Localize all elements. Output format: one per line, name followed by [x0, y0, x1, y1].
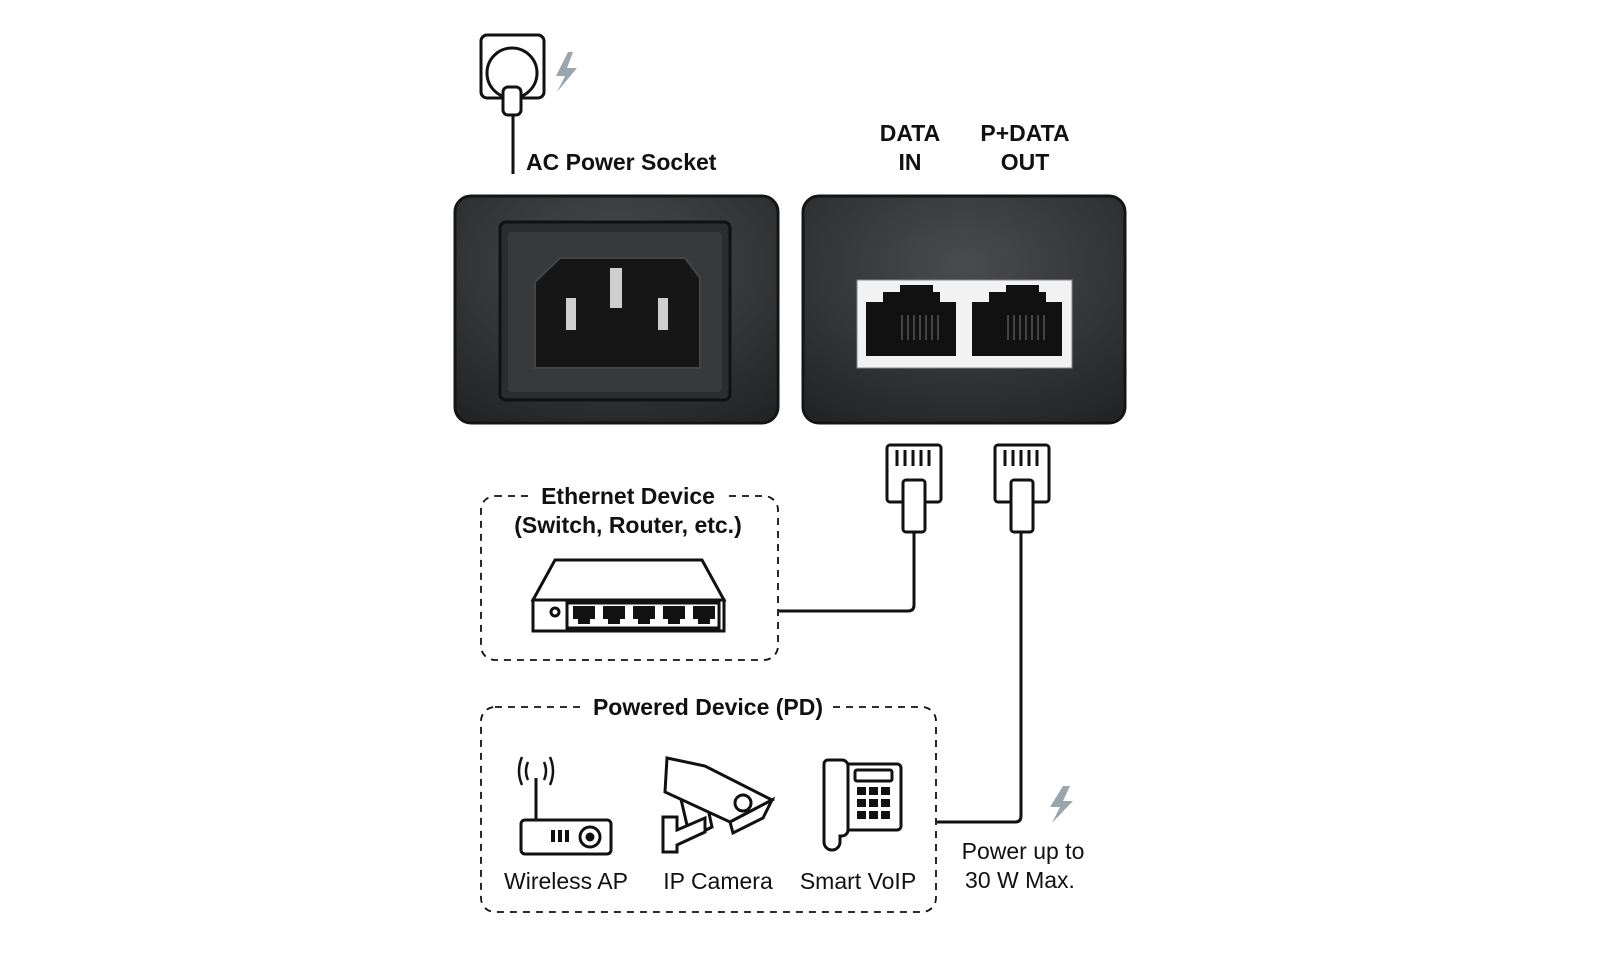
- wireless-ap-label: Wireless AP: [504, 868, 628, 894]
- ip-camera-icon: [661, 756, 776, 854]
- wireless-ap-icon: [517, 756, 613, 856]
- smart-voip-label: Smart VoIP: [799, 868, 917, 894]
- network-switch-icon: [530, 558, 727, 633]
- cable-pdata-out: [937, 533, 1023, 824]
- power-note-line1: Power up to: [961, 838, 1085, 864]
- powered-device-title: Powered Device (PD): [584, 693, 832, 722]
- lightning-icon: [556, 52, 577, 92]
- ip-camera-label: IP Camera: [663, 868, 773, 894]
- ac-inlet-panel: [453, 194, 780, 425]
- data-in-label-line2: IN: [898, 149, 922, 175]
- rj45-plug-pdata-out-icon: [993, 443, 1051, 534]
- pdata-out-label-line1: P+DATA: [980, 120, 1070, 146]
- power-note-line2: 30 W Max.: [965, 867, 1075, 893]
- ethernet-device-subtitle: (Switch, Router, etc.): [514, 512, 742, 538]
- ac-power-socket-label: AC Power Socket: [526, 149, 717, 175]
- data-in-port: [866, 285, 956, 356]
- wall-socket-icon: [479, 33, 546, 174]
- cable-data-in: [779, 533, 916, 613]
- voip-phone-icon: [822, 758, 903, 852]
- lightning-icon: [1050, 786, 1073, 823]
- ethernet-device-title: Ethernet Device: [533, 482, 723, 511]
- rj45-panel: [801, 194, 1127, 425]
- data-in-label-line1: DATA: [879, 120, 941, 146]
- pdata-out-port: [972, 285, 1062, 356]
- pdata-out-label-line2: OUT: [1000, 149, 1050, 175]
- rj45-plug-data-in-icon: [885, 443, 943, 534]
